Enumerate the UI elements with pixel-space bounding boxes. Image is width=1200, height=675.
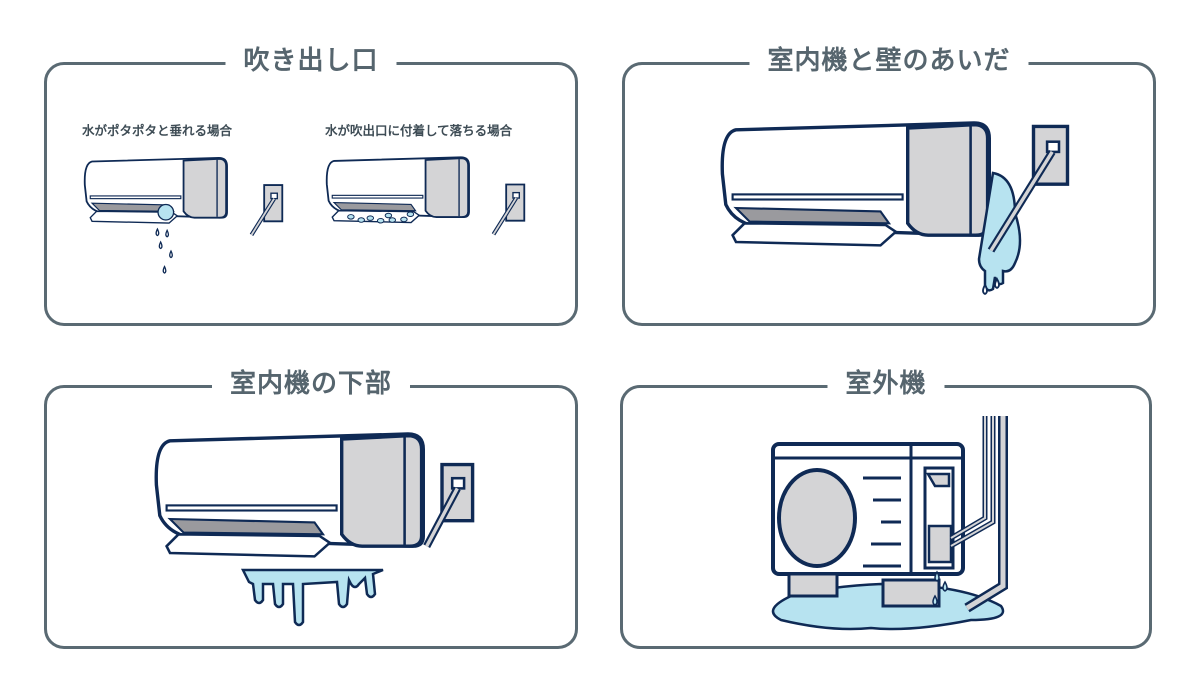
support-block	[787, 572, 839, 598]
panel-title: 室内機と壁のあいだ	[749, 43, 1029, 79]
ac-unit-wall-gap-illustration	[720, 121, 1070, 296]
fan-grille	[777, 468, 857, 568]
ac-unit-dripping-illustration	[83, 156, 284, 274]
water-drip	[240, 568, 384, 627]
water-droplets-on-louver	[347, 211, 415, 224]
panel-outdoor-unit: 室外機	[620, 366, 1152, 649]
support-block	[881, 578, 941, 608]
ac-unit-bottom-illustration	[154, 432, 475, 627]
panel-title: 吹き出し口	[225, 43, 397, 79]
panel-unit-bottom: 室内機の下部	[44, 366, 578, 649]
panel-wall-gap: 室内機と壁のあいだ	[622, 43, 1156, 326]
panel-title: 室内機の下部	[211, 366, 411, 402]
water-drops	[932, 570, 948, 606]
panel-outlet: 吹き出し口 水がポタポタと垂れる場合 水が吹出口に付着して落ちる場合	[44, 43, 578, 326]
sub-label-adhering: 水が吹出口に付着して落ちる場合	[325, 123, 513, 138]
water-drops	[982, 277, 1000, 296]
panel-title: 室外機	[827, 366, 945, 402]
sub-label-dripping: 水がポタポタと垂れる場合	[82, 123, 233, 138]
water-drops	[155, 227, 173, 274]
outdoor-unit-illustration	[771, 416, 1008, 631]
ac-unit-adhering-illustration	[325, 156, 526, 236]
